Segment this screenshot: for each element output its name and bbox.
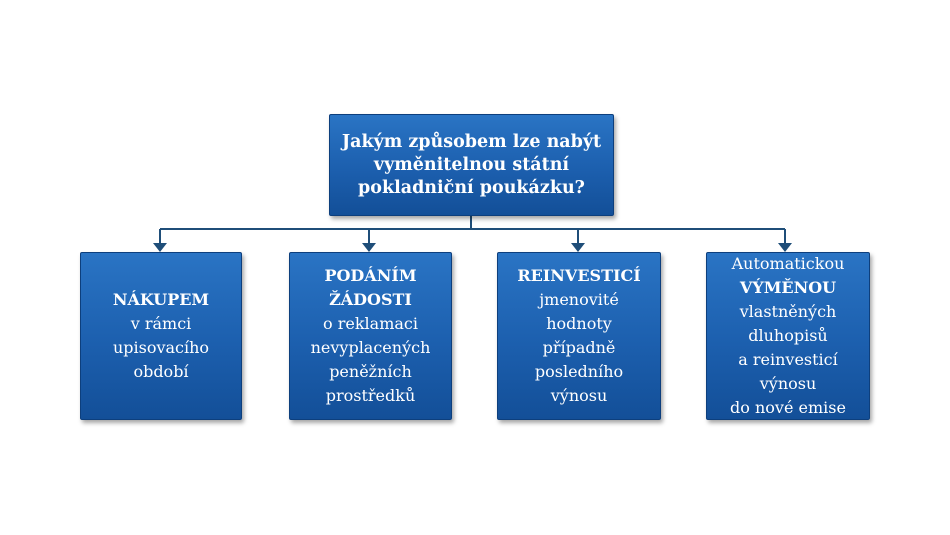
option-box-request: PODÁNÍM ŽÁDOSTI o reklamaci nevyplacenýc… [289,252,452,420]
root-line: Jakým způsobem lze nabýt [341,131,602,152]
option-keyword: PODÁNÍM [324,266,417,285]
option-box-purchase: NÁKUPEM v rámci upisovacího období [80,252,242,420]
option-line: období [133,362,189,381]
option-line: peněžních [329,362,412,381]
option-line: hodnoty [546,314,612,333]
arrow-head-4 [778,243,792,252]
option-line: dluhopisů [748,326,828,345]
option-line: o reklamaci [323,314,418,333]
option-line: a reinvesticí [738,350,838,369]
root-line: pokladniční poukázku? [358,177,585,198]
root-question-box: Jakým způsobem lze nabýt vyměnitelnou st… [329,114,614,216]
option-line: jmenovité [539,290,619,309]
arrow-head-2 [362,243,376,252]
option-line: výnosu [550,386,608,405]
option-line: posledního [534,362,624,381]
option-keyword: NÁKUPEM [112,290,210,309]
option-box-exchange: Automatickou VÝMĚNOU vlastněných dluhopi… [706,252,870,420]
option-keyword: REINVESTICÍ [517,266,641,285]
option-line: upisovacího [112,338,210,357]
option-line: v rámci [130,314,192,333]
option-box-reinvestment: REINVESTICÍ jmenovité hodnoty případně p… [497,252,661,420]
option-keyword: ŽÁDOSTI [329,290,412,309]
option-keyword: VÝMĚNOU [739,278,837,297]
arrow-head-3 [571,243,585,252]
arrow-head-1 [153,243,167,252]
option-line: případně [542,338,616,357]
option-line: Automatickou [731,254,845,273]
root-line: vyměnitelnou státní [373,154,570,175]
option-line: vlastněných [739,302,837,321]
option-line: prostředků [325,386,416,405]
option-line: nevyplacených [310,338,431,357]
option-line: výnosu [759,374,817,393]
option-line: do nové emise [730,398,846,417]
